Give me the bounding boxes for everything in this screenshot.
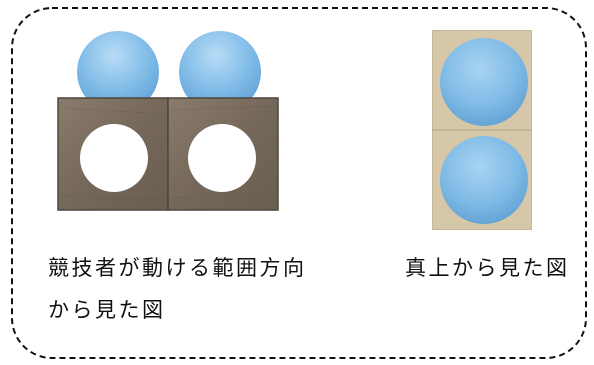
ball-left — [77, 31, 159, 113]
ball-top-upper — [440, 38, 528, 126]
ball-right — [179, 31, 261, 113]
top-view-caption: 真上から見た図 — [405, 256, 570, 280]
side-view-caption-line1: 競技者が動ける範囲方向 — [48, 256, 307, 280]
hole-right — [188, 124, 256, 192]
side-view-photo — [57, 31, 279, 211]
hole-left — [80, 124, 148, 192]
side-view-caption-line2: から見た図 — [48, 298, 166, 322]
top-view-photo — [432, 30, 532, 230]
ball-top-lower — [440, 136, 528, 224]
